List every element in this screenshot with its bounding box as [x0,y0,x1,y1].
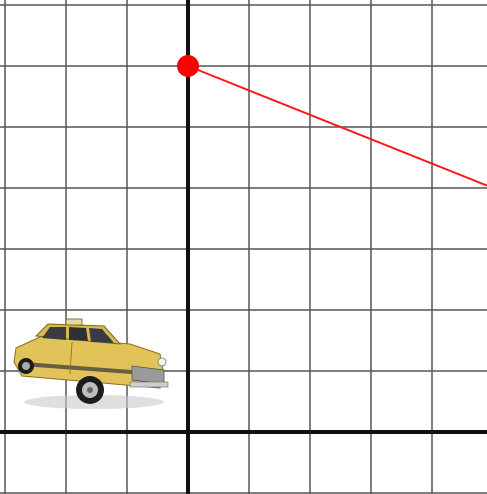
red-point[interactable] [177,55,199,77]
red-ray-line [187,65,487,187]
taxi-cab-image [13,318,169,409]
